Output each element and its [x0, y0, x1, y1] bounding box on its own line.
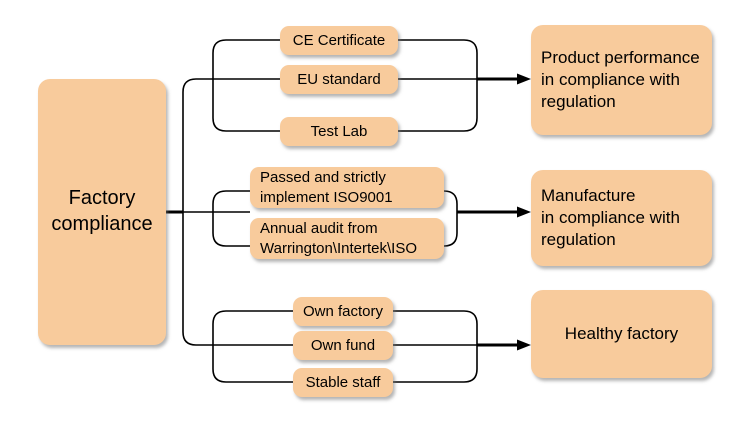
group3-left-bracket — [212, 310, 227, 383]
group2-left-bracket — [212, 190, 227, 247]
item-eu-standard[interactable]: EU standard — [280, 65, 398, 94]
item-test-lab[interactable]: Test Lab — [280, 117, 398, 146]
main-trunk-bracket — [182, 78, 197, 346]
item-stable-staff[interactable]: Stable staff — [293, 368, 393, 397]
result-manufacture-compliance[interactable]: Manufacture in compliance with regulatio… — [531, 170, 712, 266]
group1-arrow-head — [517, 73, 531, 85]
item-passed-implement-iso9001[interactable]: Passed and strictly implement ISO9001 — [250, 167, 444, 208]
group3-right-bracket — [463, 310, 478, 383]
item-own-fund[interactable]: Own fund — [293, 331, 393, 360]
root-node-factory-compliance[interactable]: Factory compliance — [38, 79, 166, 345]
group3-arrow-head — [517, 339, 531, 351]
result-product-performance[interactable]: Product performance in compliance with r… — [531, 25, 712, 135]
group1-left-bracket — [212, 39, 227, 132]
group2-right-bracket — [443, 190, 458, 247]
group1-right-bracket — [463, 39, 478, 132]
item-own-factory[interactable]: Own factory — [293, 297, 393, 326]
item-ce-certificate[interactable]: CE Certificate — [280, 26, 398, 55]
group2-arrow-head — [517, 206, 531, 218]
result-healthy-factory[interactable]: Healthy factory — [531, 290, 712, 378]
item-annual-audit[interactable]: Annual audit from Warrington\Intertek\IS… — [250, 218, 444, 259]
